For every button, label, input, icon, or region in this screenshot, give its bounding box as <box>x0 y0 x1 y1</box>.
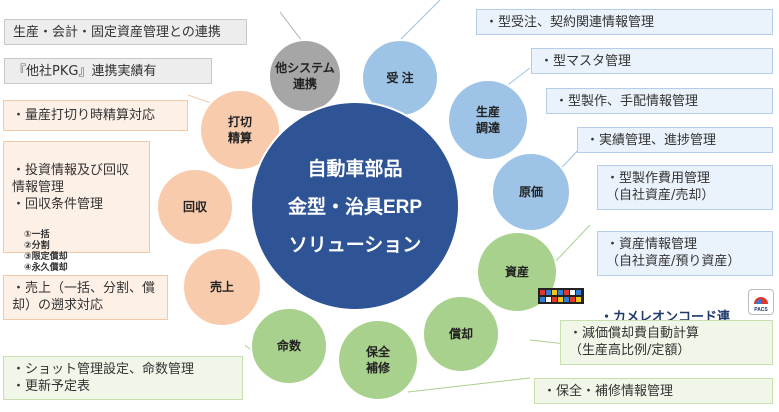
node-circle-production <box>447 79 529 161</box>
node-circle-cost <box>491 152 571 232</box>
info-box-shot: ・ショット管理設定、命数管理 ・更新予定表 <box>3 356 243 400</box>
node-depreciation: 償却 <box>422 295 500 373</box>
pacs-logo: PACS <box>748 289 774 315</box>
node-circle-recovery <box>156 168 234 246</box>
info-box-progress: ・実績管理、進捗管理 <box>577 127 773 153</box>
node-other-systems: 他システム連携 <box>268 39 342 113</box>
node-maintenance: 保全補修 <box>337 319 419 401</box>
node-label-maintenance: 保全補修 <box>365 344 391 375</box>
node-circle-depreciation <box>422 295 500 373</box>
info-box-cutoff: ・量産打切り時精算対応 <box>3 100 188 131</box>
center-hub <box>250 101 460 311</box>
connector-maintenance <box>407 377 531 393</box>
info-box-cost: ・型製作費用管理 （自社資産/売却） <box>597 165 773 210</box>
node-label-production: 生産調達 <box>476 104 500 135</box>
camelleon-code-label: ・カメレオンコード連携 <box>594 289 746 342</box>
node-recovery: 回収 <box>156 168 234 246</box>
node-label-recovery: 回収 <box>183 200 208 214</box>
node-circle-sales <box>182 247 262 327</box>
node-label-order: 受 注 <box>386 70 413 85</box>
node-label-other-systems: 他システム連携 <box>274 60 335 91</box>
info-box-sales: ・売上（一括、分割、償 却）の遡求対応 <box>3 275 168 320</box>
info-box-asset: ・資産情報管理 （自社資産/預り資産） <box>597 231 773 276</box>
node-label-shot-count: 命数 <box>276 338 302 353</box>
node-asset: 資産 <box>476 231 558 313</box>
node-cost: 原価 <box>491 152 571 232</box>
node-production: 生産調達 <box>447 79 529 161</box>
node-shot-count: 命数 <box>250 307 328 385</box>
node-sales: 売上 <box>182 247 262 327</box>
info-box-production: ・型製作、手配情報管理 <box>546 88 773 114</box>
connector-asset <box>554 224 591 263</box>
info-box-other-pkg: 『他社PKG』連携実績有 <box>4 58 212 84</box>
recovery-text: ・投資情報及び回収 情報管理 ・回収条件管理 <box>12 163 130 212</box>
node-label-sales: 売上 <box>210 279 234 294</box>
node-circle-shot-count <box>250 307 328 385</box>
info-box-integration: 生産・会計・固定資産管理との連携 <box>4 19 247 45</box>
pacs-logo-text: PACS <box>754 307 768 313</box>
node-circle-asset <box>476 231 558 313</box>
recovery-conditions: ①一括 ②分割 ③限定償却 ④永久償却 <box>24 230 68 273</box>
node-label-depreciation: 償却 <box>448 326 473 341</box>
node-circle-cutoff <box>199 89 281 171</box>
node-label-cost: 原価 <box>519 184 543 199</box>
node-label-cutoff: 打切精算 <box>228 114 252 145</box>
node-label-asset: 資産 <box>505 264 529 279</box>
info-box-recovery: ・投資情報及び回収 情報管理 ・回収条件管理 ①一括 ②分割 ③限定償却 ④永久… <box>3 141 150 273</box>
camelleon-code-icon <box>538 288 584 304</box>
info-box-depreciation: ・減価償却費自動計算 （生産高比例/定額） <box>560 320 773 365</box>
node-cutoff: 打切精算 <box>199 89 281 171</box>
info-box-maintenance: ・保全・補修情報管理 <box>534 378 773 404</box>
info-box-order: ・型受注、契約関連情報管理 <box>476 9 773 35</box>
node-circle-other-systems <box>268 39 342 113</box>
node-circle-maintenance <box>337 319 419 401</box>
info-box-master: ・型マスタ管理 <box>531 48 773 74</box>
connector-order <box>394 0 441 46</box>
